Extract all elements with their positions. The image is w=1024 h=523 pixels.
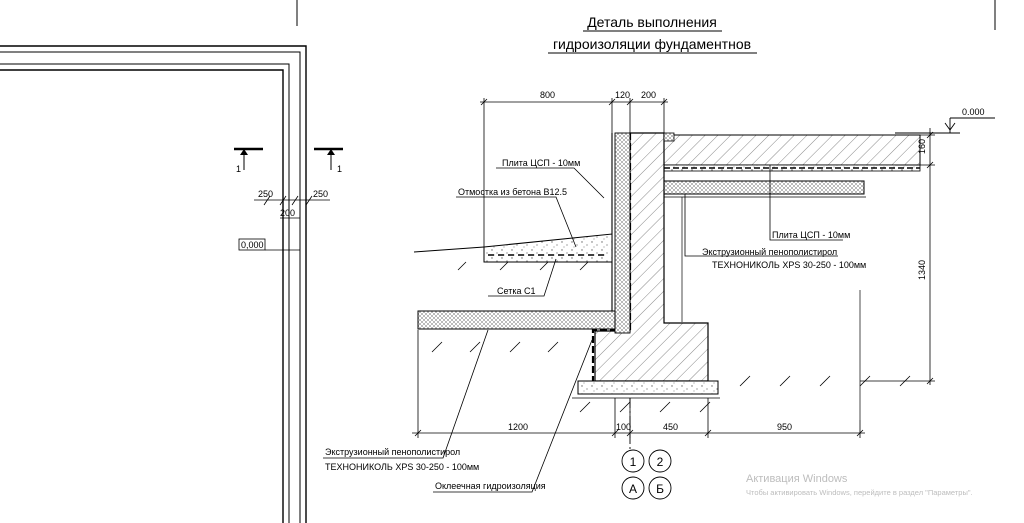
dim-right-1340: 1340	[917, 260, 927, 280]
blind-area-concrete	[483, 233, 613, 263]
dim-top-120: 120	[615, 90, 630, 100]
floor-slab	[663, 134, 921, 172]
right-dimension-line	[860, 128, 935, 385]
section-mark-left: 1	[234, 147, 263, 174]
dim-bottom-100: 100	[616, 422, 631, 432]
wall-xps-insulation	[614, 132, 631, 334]
inner-xps-vertical	[663, 132, 683, 322]
axis-1: 1	[630, 455, 637, 469]
leader-lines	[323, 165, 843, 493]
plan-dimensions	[254, 195, 330, 219]
dim-bottom-950: 950	[777, 422, 792, 432]
top-dimension-line	[480, 98, 668, 248]
plan-level-mark: 0,000	[238, 238, 300, 251]
label-setka: Сетка С1	[497, 286, 535, 296]
label-plita-top: Плита ЦСП - 10мм	[502, 158, 580, 168]
waterproofing-membrane	[591, 133, 632, 383]
label-xps-left-2: ТЕХНОНИКОЛЬ XPS 30-250 - 100мм	[325, 462, 479, 472]
title-line-2: гидроизоляции фундаментнов	[553, 36, 751, 52]
watermark-subtitle: Чтобы активировать Windows, перейдите в …	[746, 488, 973, 497]
label-xps-left-1: Экструзионный пенополистирол	[325, 447, 460, 457]
axis-B: Б	[656, 482, 664, 496]
label-plita-right: Плита ЦСП - 10мм	[772, 230, 850, 240]
horizontal-xps-insulation	[417, 310, 616, 330]
label-xps-right-1: Экструзионный пенополистирол	[702, 247, 837, 257]
dim-bottom-1200: 1200	[508, 422, 528, 432]
title-line-1: Деталь выполнения	[587, 14, 717, 30]
svg-text:1: 1	[236, 164, 241, 174]
level-mark-0000	[895, 117, 995, 134]
svg-text:0,000: 0,000	[241, 240, 264, 250]
dim-bottom-450: 450	[663, 422, 678, 432]
dim-top-800: 800	[540, 90, 555, 100]
xps-under-slab	[663, 180, 866, 198]
dim-right-160: 160	[917, 139, 927, 154]
plan-wall-outline	[0, 45, 307, 523]
footing-base	[572, 380, 720, 399]
dim-top-200: 200	[641, 90, 656, 100]
axis-bubbles	[621, 398, 672, 500]
watermark-title: Активация Windows	[746, 473, 848, 485]
label-okleechnaya: Оклеечная гидроизоляция	[435, 481, 546, 491]
plan-dim-250-left: 250	[258, 189, 273, 199]
section-mark-right: 1	[314, 147, 343, 174]
svg-text:1: 1	[337, 164, 342, 174]
label-xps-right-2: ТЕХНОНИКОЛЬ XPS 30-250 - 100мм	[712, 260, 866, 270]
plan-dim-200: 200	[280, 208, 295, 218]
plan-dim-250-right: 250	[313, 189, 328, 199]
axis-A: А	[629, 482, 637, 496]
axis-2: 2	[657, 455, 664, 469]
bottom-dimension-line	[412, 330, 865, 438]
level-0000-text: 0.000	[962, 107, 985, 117]
label-otmostka: Отмостка из бетона В12.5	[458, 187, 567, 197]
